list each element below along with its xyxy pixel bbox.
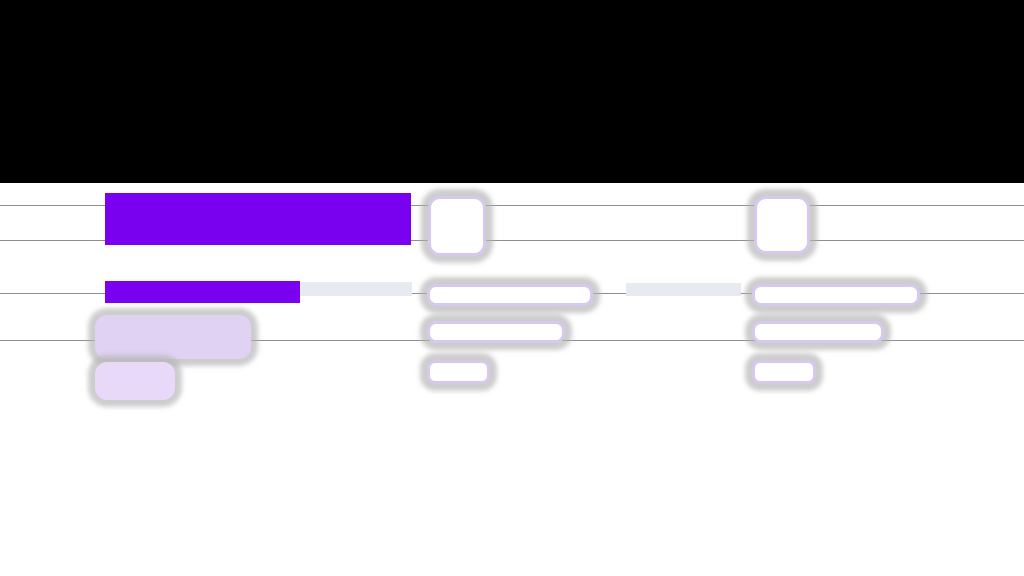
tag-pill-small[interactable] <box>95 362 175 400</box>
card-1-button-pill[interactable] <box>427 360 490 384</box>
card-2-button-pill[interactable] <box>752 360 816 384</box>
title-placeholder <box>105 193 411 245</box>
card-1-title-line <box>427 284 593 306</box>
card-2-subtitle-line <box>752 321 884 343</box>
card-1-muted-bar <box>626 283 741 296</box>
card-1-icon-box[interactable] <box>428 196 486 256</box>
card-2-title-line <box>752 284 920 306</box>
subtitle-muted-segment <box>300 282 412 296</box>
rule-line-1 <box>0 205 1024 206</box>
subtitle-placeholder <box>105 281 412 303</box>
tag-pill-large[interactable] <box>95 315 251 359</box>
card-1-subtitle-line <box>427 321 565 343</box>
subtitle-accent-segment <box>105 281 300 303</box>
rule-line-2 <box>0 240 1024 241</box>
header-banner <box>0 0 1024 183</box>
card-2-icon-box[interactable] <box>754 196 810 254</box>
